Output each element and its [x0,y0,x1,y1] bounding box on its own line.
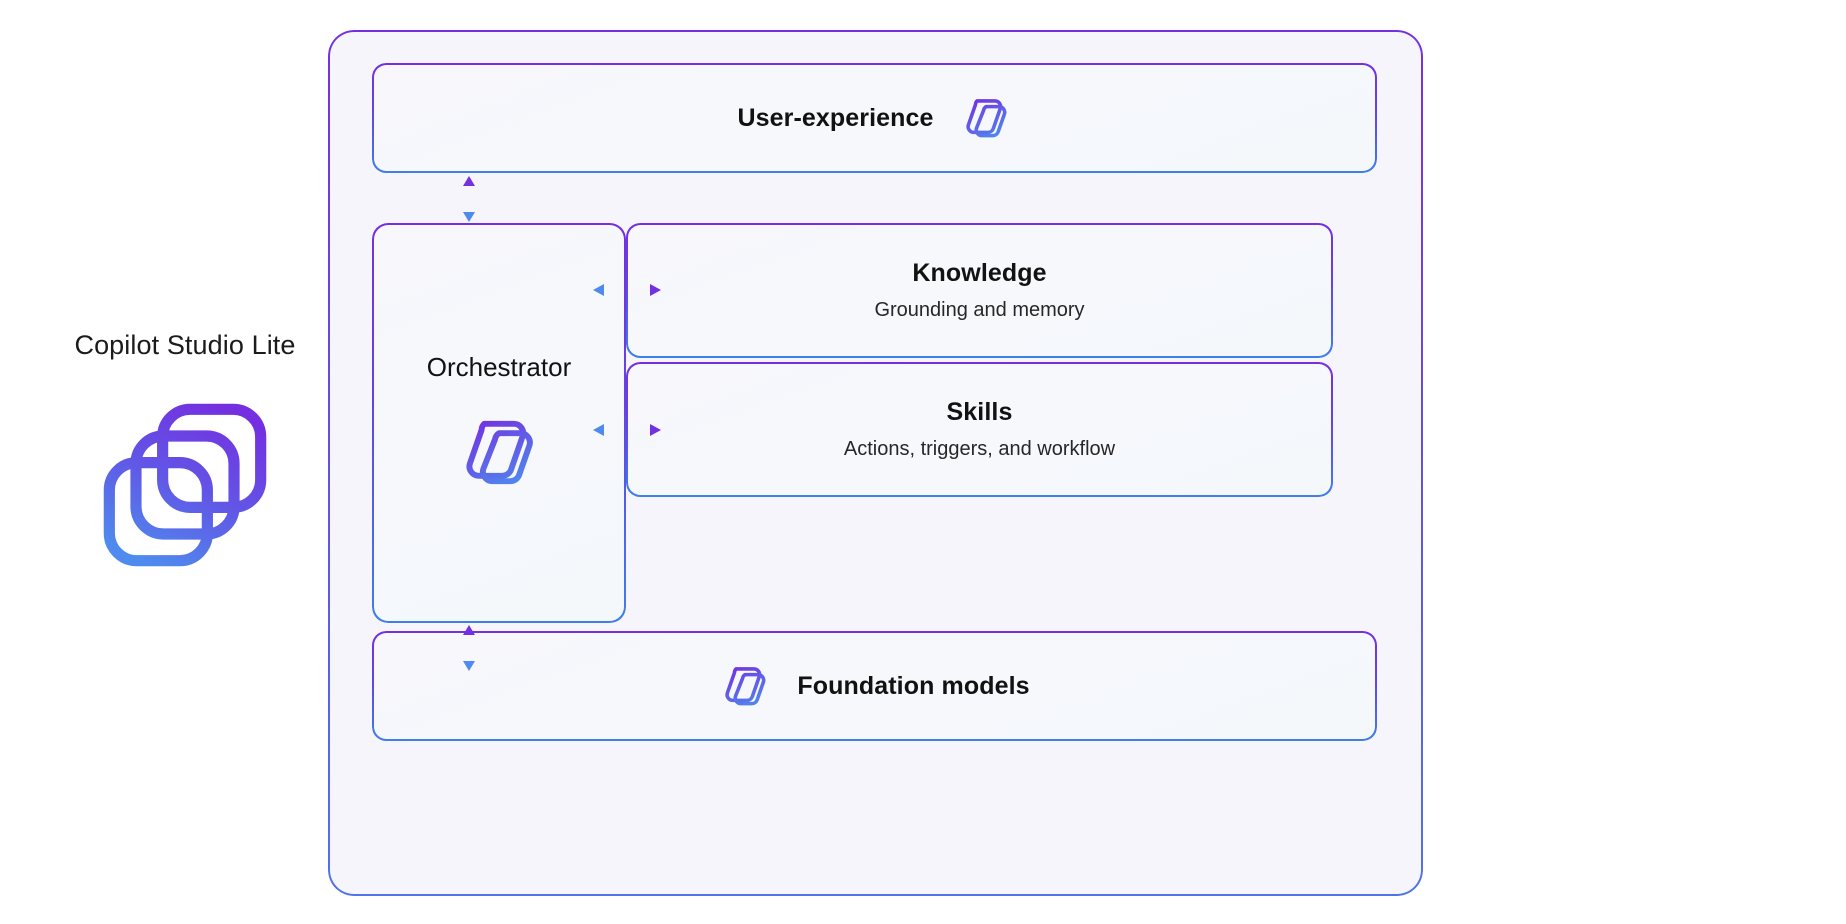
connector-user-experience-to-orchestrator [463,176,475,222]
block-foundation-models[interactable]: Foundation models [372,631,1377,741]
copilot-mark-icon [965,99,1006,138]
user-experience-title: User-experience [737,103,934,132]
block-user-experience[interactable]: User-experience [372,63,1377,173]
copilot-mark-icon [466,420,533,484]
skills-title: Skills [946,398,1013,426]
knowledge-subtitle: Grounding and memory [874,299,1085,321]
orchestrator-title: Orchestrator [426,351,572,382]
copilot-mark-icon [725,667,766,706]
block-orchestrator[interactable]: Orchestrator [372,223,626,623]
architecture-container: User-experience Orchestrator Knowledge [328,30,1423,896]
foundation-models-title: Foundation models [797,671,1030,700]
page-title: Copilot Studio Lite [74,330,296,360]
block-knowledge[interactable]: Knowledge Grounding and memory [626,223,1333,358]
knowledge-title: Knowledge [912,259,1047,287]
copilot-studio-logo-icon [103,403,267,567]
brand-block: Copilot Studio Lite [40,330,330,571]
block-skills[interactable]: Skills Actions, triggers, and workflow [626,362,1333,497]
skills-subtitle: Actions, triggers, and workflow [843,438,1116,460]
